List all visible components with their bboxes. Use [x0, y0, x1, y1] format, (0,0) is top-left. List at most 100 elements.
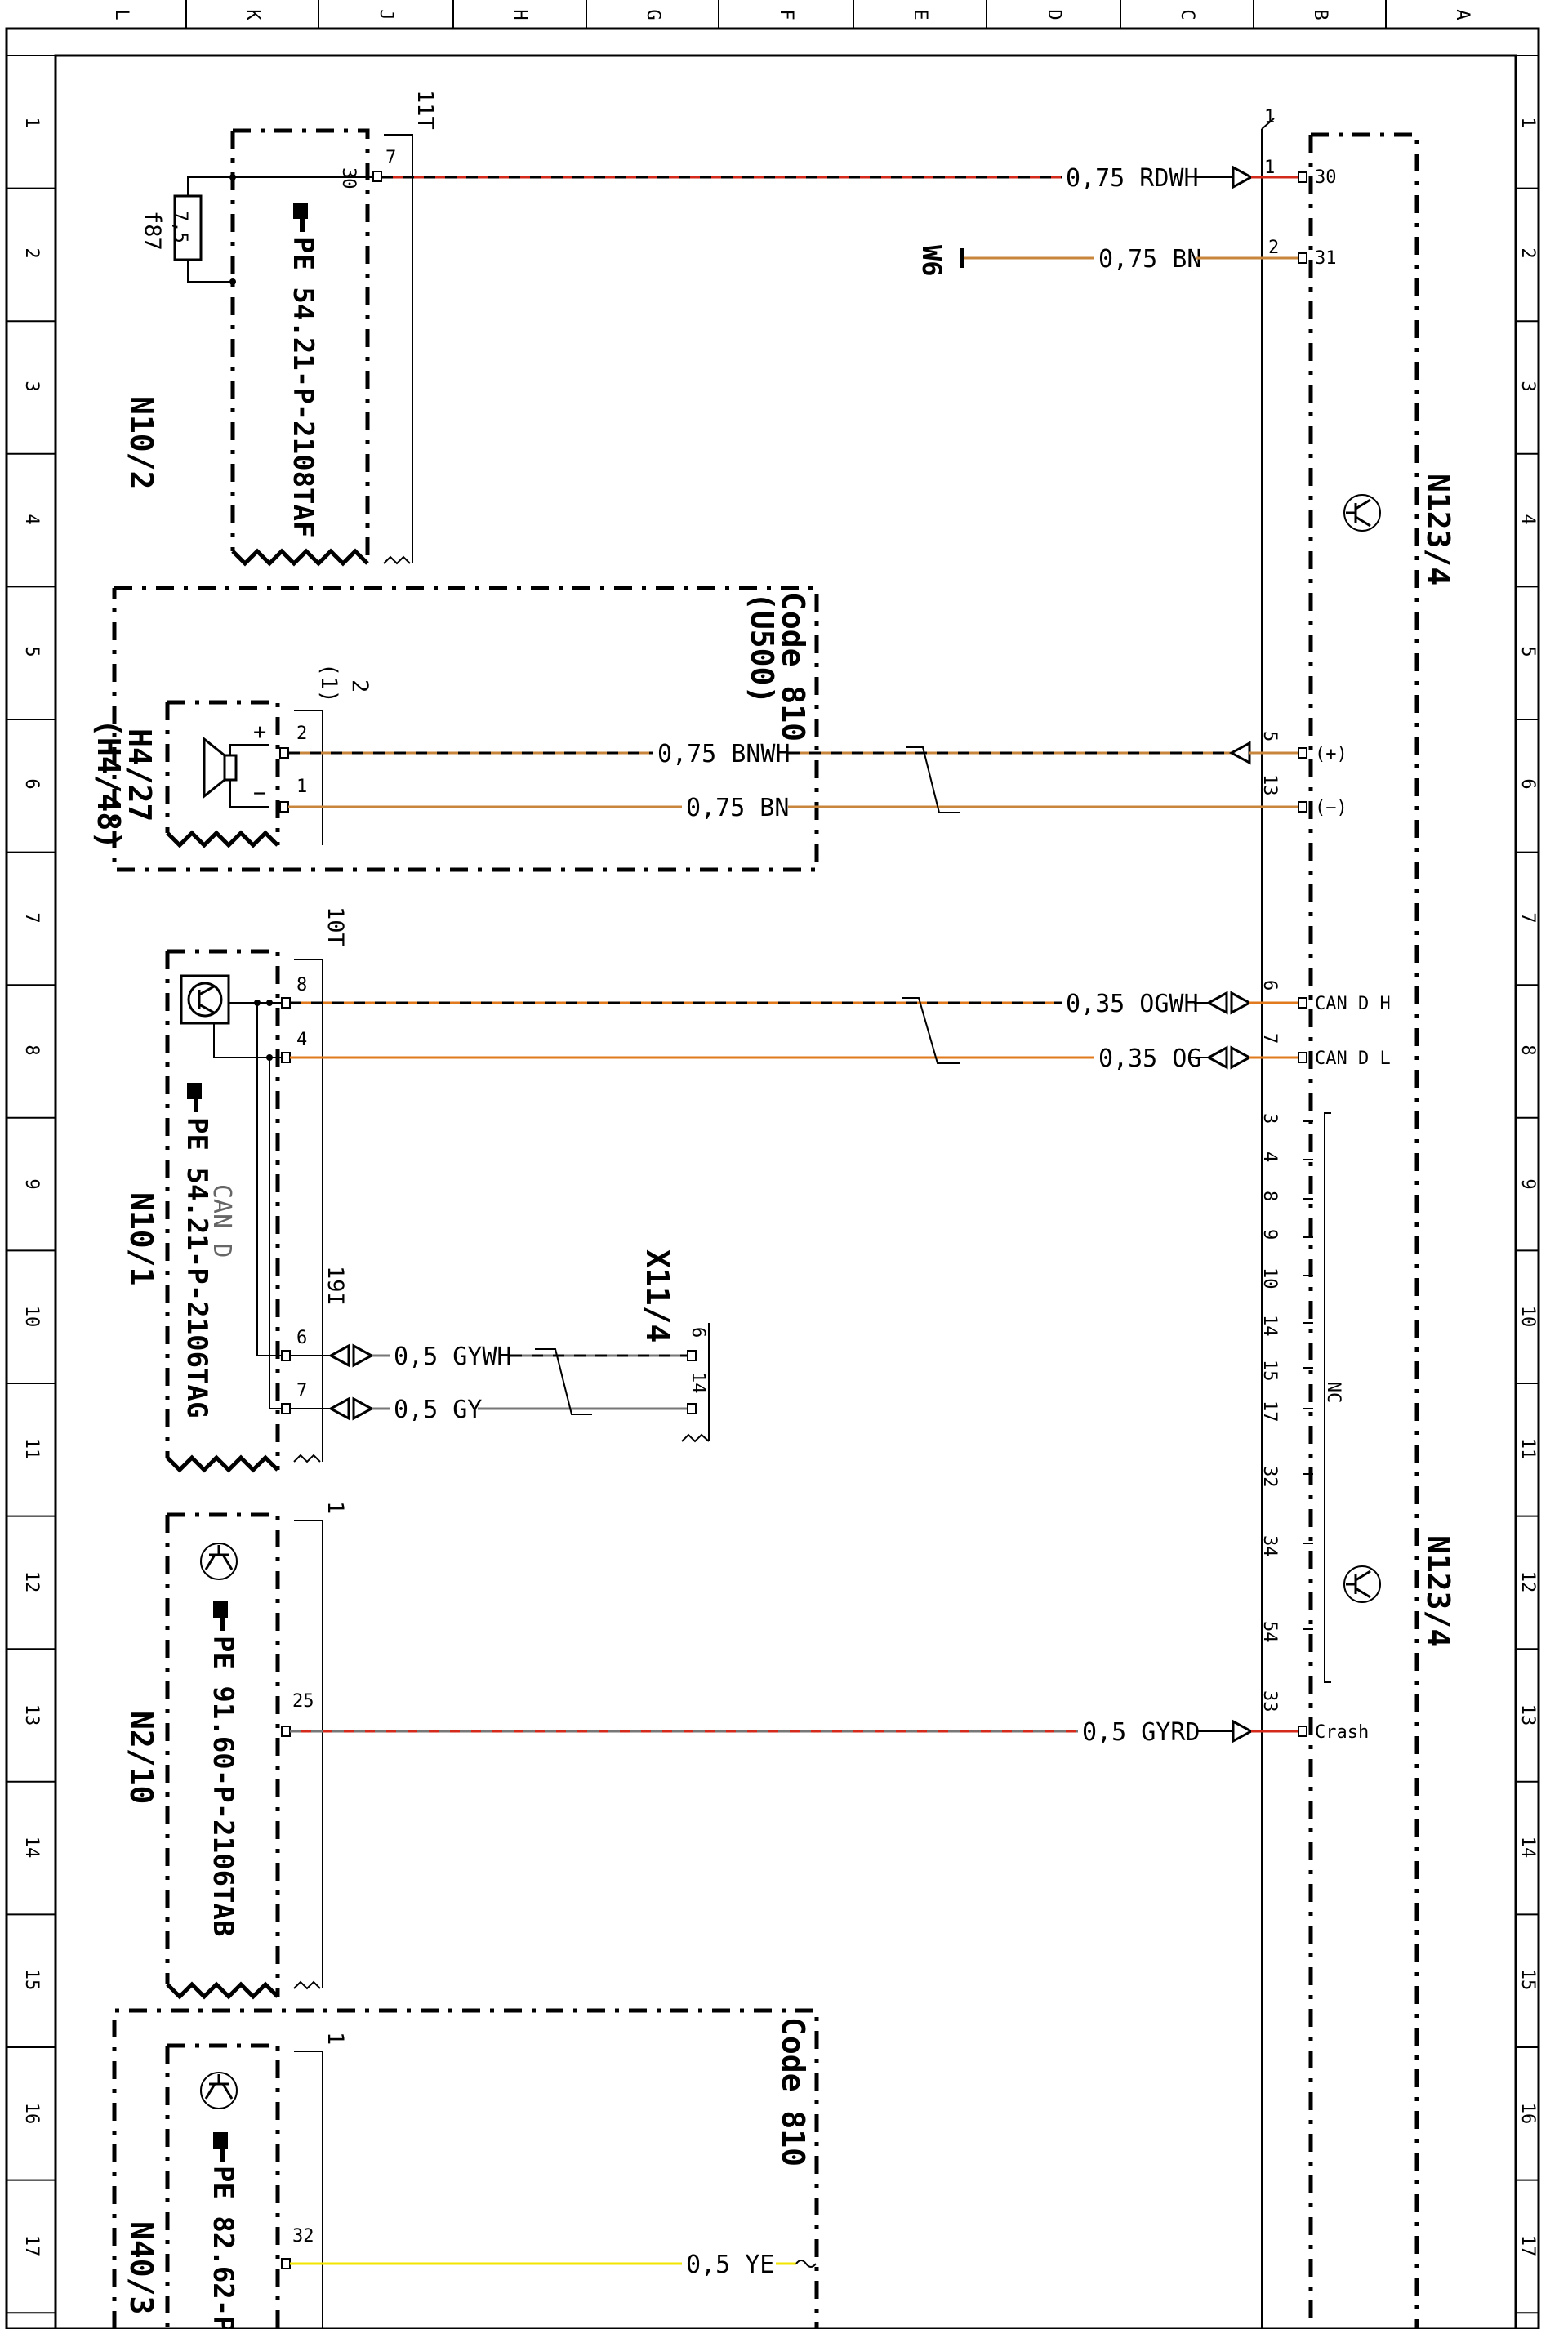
- wire-break-icon: [795, 2260, 817, 2268]
- n2-10-ref: 1: [323, 1501, 348, 1514]
- row-label-10-right: 10: [1517, 1306, 1538, 1328]
- transistor-icon: [1343, 1565, 1381, 1603]
- h4-pin-plus: 2: [296, 724, 307, 744]
- n10-2-label: N10/2: [123, 396, 159, 489]
- signal-31: 31: [1315, 248, 1337, 269]
- h4-code-sub: (U500): [744, 592, 780, 704]
- n123-label-top: N123/4: [1420, 474, 1456, 586]
- h4-label: H4/27: [122, 728, 158, 822]
- row-label-16-right: 16: [1517, 2103, 1538, 2125]
- twisted-pair-mark: [535, 1348, 592, 1415]
- row-label-8-left: 8: [21, 1044, 42, 1055]
- row-label-14-right: 14: [1517, 1837, 1538, 1859]
- row-label-7-left: 7: [21, 912, 42, 923]
- nc-pin-3: 3: [1259, 1113, 1280, 1124]
- nc-label: NC: [1323, 1382, 1343, 1404]
- n2-10-label: N2/10: [123, 1711, 159, 1804]
- hand-pointer-icon: [187, 1083, 202, 1112]
- nc-pin-4: 4: [1259, 1151, 1280, 1162]
- n10-2-ref: 11T: [412, 90, 438, 130]
- n2-10-pe: PE 91.60-P-2106TAB: [207, 1636, 239, 1936]
- n2-10-pin: 25: [292, 1691, 314, 1712]
- col-label-e: E: [910, 9, 930, 20]
- wire-crash-label: 0,5 GYRD: [1082, 1718, 1200, 1747]
- row-label-3-right: 3: [1517, 381, 1538, 391]
- col-label-h: H: [510, 9, 530, 20]
- wire-can-l: 0,35 OG 7 CAN D L: [290, 1033, 1391, 1073]
- h4-sign-plus: +: [253, 719, 266, 745]
- h4-sign-minus: −: [253, 781, 266, 806]
- wire-31-label: 0,75 BN: [1098, 245, 1201, 274]
- col-label-k: K: [243, 9, 263, 20]
- component-n40-3: Code 810 1 PE 82.62-P- N40/3 32: [112, 2008, 819, 2329]
- arrow-right-icon: [1232, 1719, 1254, 1743]
- n40-3-code: Code 810: [775, 2017, 811, 2166]
- row-label-4-left: 4: [21, 514, 42, 524]
- n10-1-bus: CAN D: [207, 1184, 236, 1258]
- nc-pin-10: 10: [1259, 1267, 1280, 1289]
- n10-2-conn-no: 7: [385, 148, 396, 168]
- pin-6: 6: [1259, 980, 1280, 991]
- pin-5: 5: [1259, 731, 1280, 741]
- row-label-5-left: 5: [21, 646, 42, 657]
- component-h4-27: Code 810 (U500) 2 (1) 2 1 + − H4/27 (H4/…: [91, 586, 819, 872]
- transistor-icon: [1343, 494, 1381, 532]
- n10-1-ref-b: 19I: [323, 1266, 348, 1306]
- n10-1-label: N10/1: [123, 1192, 159, 1285]
- row-label-1-right: 1: [1517, 117, 1538, 127]
- row-label-10-left: 10: [21, 1306, 42, 1328]
- n10-1-pin-6: 6: [296, 1328, 307, 1348]
- signal-can-h: CAN D H: [1315, 994, 1391, 1014]
- n10-1-pin-7: 7: [296, 1381, 307, 1401]
- component-x11-4: 6 14 X11/4: [639, 1249, 710, 1443]
- row-label-14-left: 14: [21, 1837, 42, 1859]
- hand-pointer-icon: [213, 1601, 228, 1631]
- col-label-f: F: [776, 9, 796, 20]
- col-label-j: J: [376, 9, 396, 20]
- transistor-icon: [200, 1543, 238, 1580]
- fuse-id: f87: [140, 211, 165, 251]
- row-label-13-left: 13: [21, 1704, 42, 1726]
- x11-pin-6: 6: [688, 1327, 708, 1338]
- col-label-c: C: [1177, 9, 1197, 20]
- wire-gy: 0,5 GY: [290, 1396, 688, 1424]
- row-label-2-right: 2: [1517, 247, 1538, 258]
- row-ruler: 1 2 3 4 5 6 7 8 9 10 11 12 13 14 15 16 1…: [7, 55, 1539, 2314]
- bidirectional-arrow-icon: [327, 1343, 375, 1368]
- pin-2: 2: [1268, 238, 1279, 258]
- twisted-pair-mark: [906, 746, 960, 813]
- component-n10-1: 10T 19I 8 4 6 7 PE 54.21-P-2106TAG CAN D…: [123, 906, 348, 1473]
- wire-gywh-label: 0,5 GYWH: [394, 1343, 512, 1371]
- signal-can-l: CAN D L: [1315, 1049, 1391, 1069]
- wire-can-h-label: 0,35 OGWH: [1066, 990, 1199, 1018]
- row-label-13-right: 13: [1517, 1704, 1538, 1726]
- row-label-9-right: 9: [1517, 1178, 1538, 1189]
- component-n2-10: 1 PE 91.60-P-2106TAB N2/10 25: [123, 1501, 348, 2000]
- pin-1: 1: [1264, 158, 1275, 178]
- wire-crash: 0,5 GYRD 33 Crash: [290, 1690, 1369, 1747]
- wire-can-h: 0,35 OGWH 6 CAN D H: [290, 980, 1391, 1018]
- component-n10-2: 11T 7 30 7,5 f87 PE 54.21-P-2108TAF N10/…: [123, 90, 438, 567]
- row-label-2-left: 2: [21, 247, 42, 258]
- nc-pin-32: 32: [1259, 1466, 1280, 1488]
- h4-alt-label: (H4/48): [91, 719, 127, 849]
- n40-3-label: N40/3: [123, 2221, 159, 2314]
- column-ruler: L K J H G F E D C B A: [111, 0, 1472, 29]
- n123-ref: 1: [1264, 107, 1275, 127]
- nc-pin-9: 9: [1259, 1229, 1280, 1240]
- x11-label: X11/4: [639, 1249, 675, 1343]
- wire-31: W6 0,75 BN 2 31: [916, 238, 1337, 277]
- row-label-11-right: 11: [1517, 1438, 1538, 1460]
- row-label-9-left: 9: [21, 1178, 42, 1189]
- arrow-right-icon: [1232, 165, 1254, 189]
- wire-gywh: 0,5 GYWH: [290, 1343, 688, 1371]
- row-label-7-right: 7: [1517, 912, 1538, 923]
- nc-pin-14: 14: [1259, 1315, 1280, 1337]
- wire-ye-label: 0,5 YE: [686, 2251, 774, 2279]
- hand-pointer-icon: [213, 2132, 228, 2162]
- row-label-11-left: 11: [21, 1438, 42, 1460]
- row-label-1-left: 1: [21, 117, 42, 127]
- wire-plus-label: 0,75 BNWH: [657, 740, 791, 768]
- n40-3-pe: PE 82.62-P-: [207, 2166, 239, 2329]
